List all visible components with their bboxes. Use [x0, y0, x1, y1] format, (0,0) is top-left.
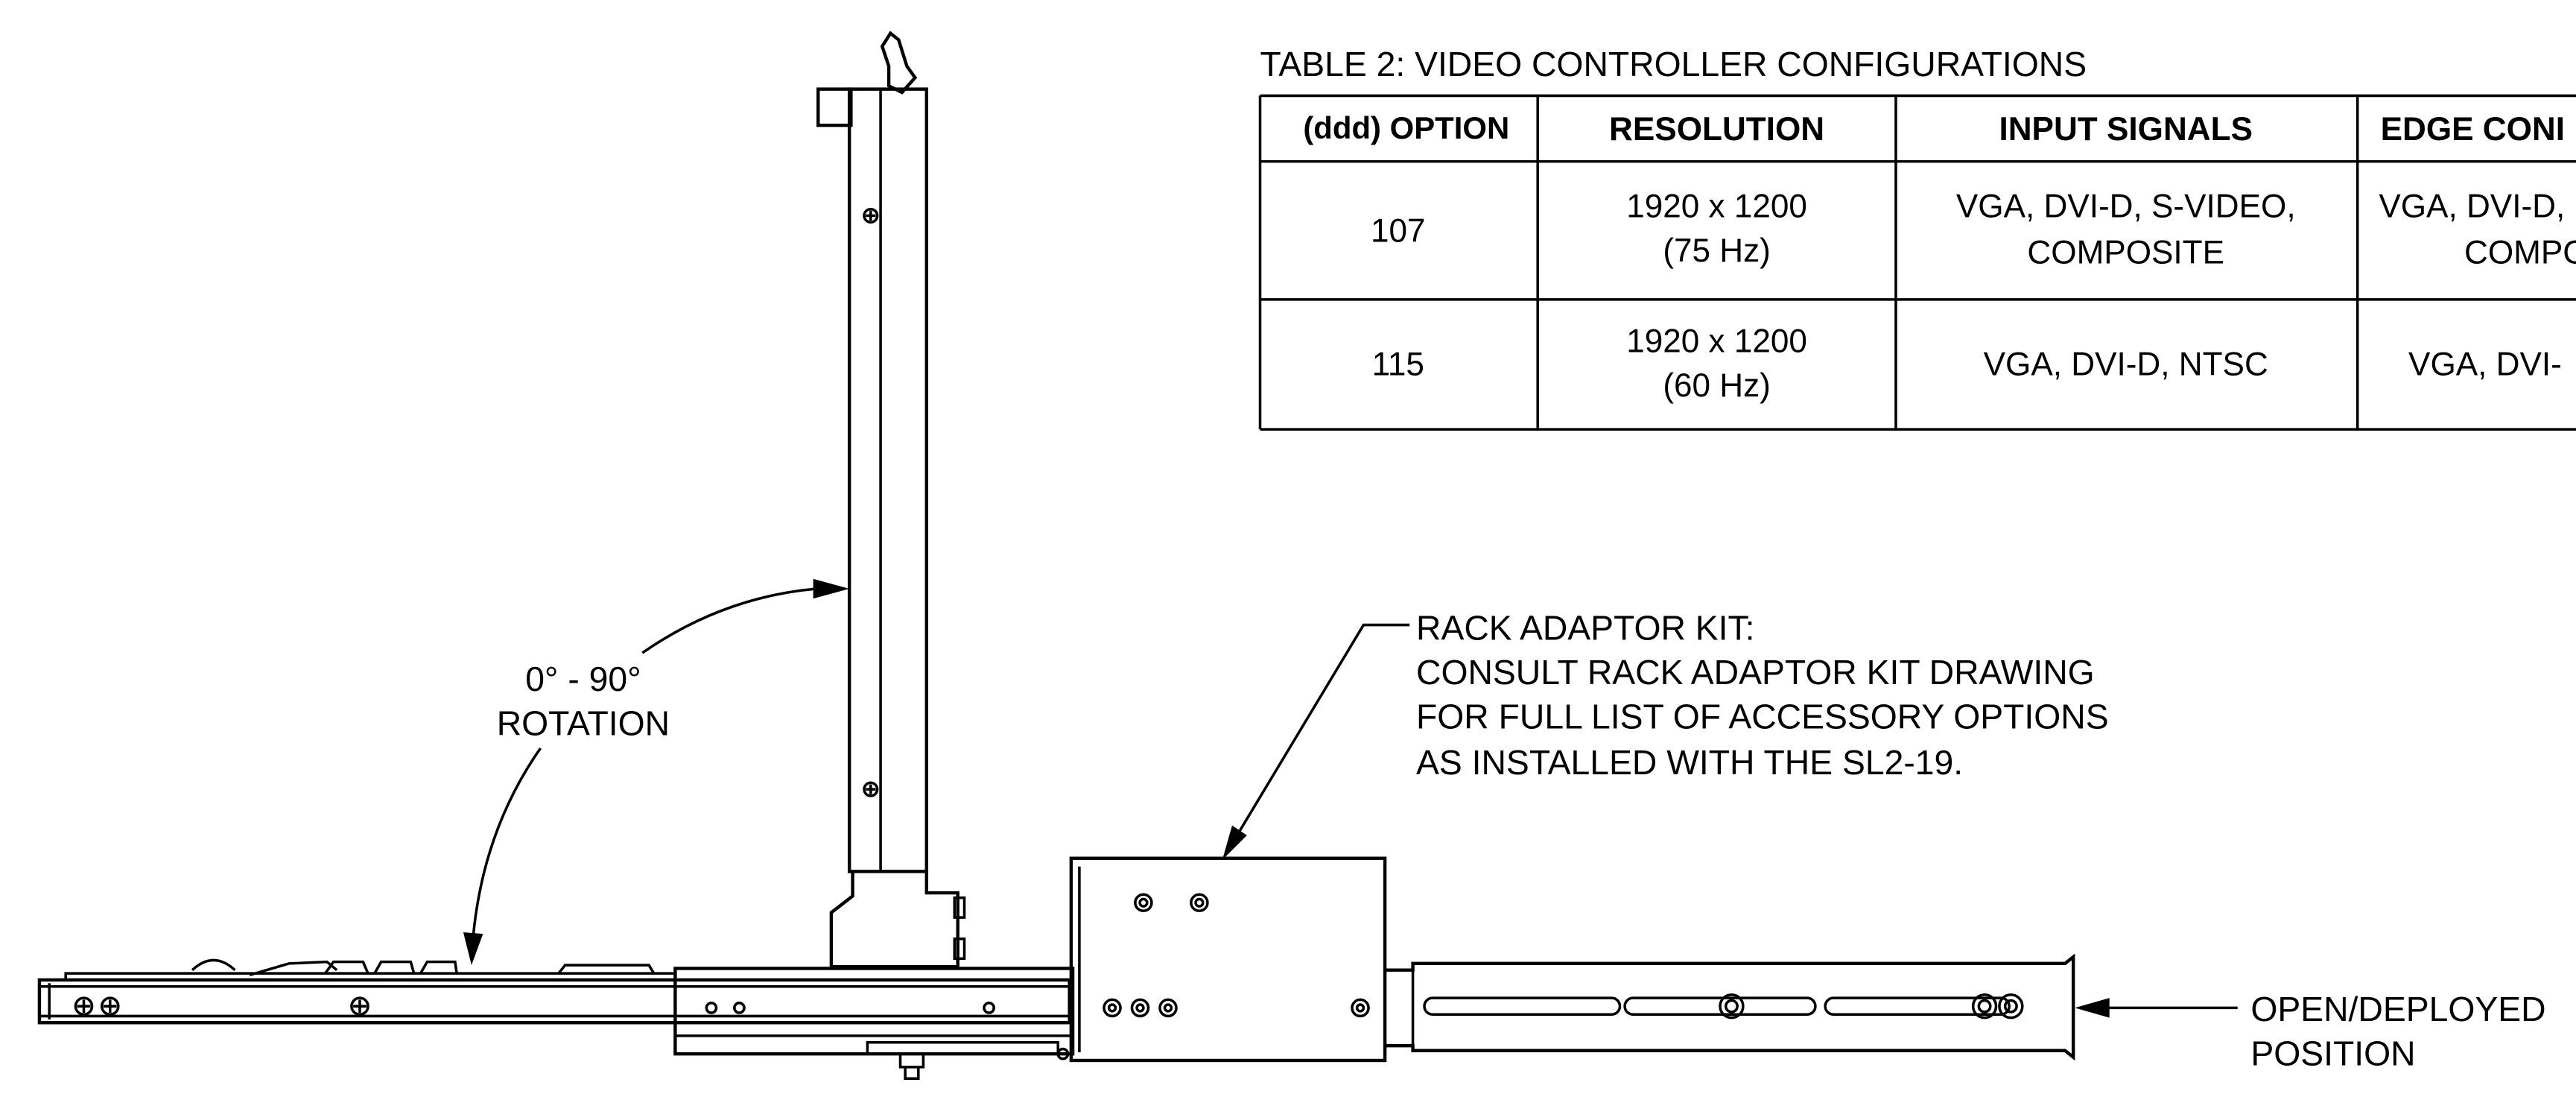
- row-115-resolution-line2: (60 Hz): [1663, 367, 1771, 404]
- row-107-option: 107: [1371, 213, 1426, 250]
- keyboard-tray: [37, 958, 1075, 1080]
- row-115-input: VGA, DVI-D, NTSC: [1984, 346, 2268, 382]
- row-107-resolution-line1: 1920 x 1200: [1626, 189, 1807, 225]
- screw-icon: [350, 996, 369, 1016]
- extended-slide: [1385, 953, 2075, 1061]
- rotation-label-line2: ROTATION: [497, 704, 670, 742]
- slide-fastener-icon: [1719, 993, 1745, 1019]
- table-title: TABLE 2: VIDEO CONTROLLER CONFIGURATIONS: [1260, 45, 2087, 83]
- screw-icon: [863, 207, 879, 224]
- arrowhead: [463, 932, 483, 966]
- slide-fastener-icon: [1998, 993, 2024, 1019]
- header-edge-connectors: EDGE CONI: [2381, 111, 2565, 148]
- slide-rail: [1385, 953, 2075, 1061]
- table-grid: [1258, 94, 2576, 431]
- nut-icon: [1103, 998, 1370, 1018]
- monitor-latch-handle: [880, 31, 918, 95]
- row-115-edge: VGA, DVI-: [2408, 346, 2562, 382]
- row-107-resolution-line2: (75 Hz): [1663, 233, 1771, 269]
- rack-kit-callout: RACK ADAPTOR KIT: CONSULT RACK ADAPTOR K…: [1222, 608, 2109, 860]
- position-label-line1: OPEN/DEPLOYED: [2250, 990, 2545, 1028]
- monitor-top-tab: [816, 87, 853, 127]
- header-resolution: RESOLUTION: [1609, 111, 1824, 148]
- arrowhead: [2075, 998, 2110, 1018]
- position-callout: OPEN/DEPLOYED POSITION: [2075, 990, 2546, 1073]
- washer-icon: [1190, 893, 1209, 913]
- rotation-arc-upper: [641, 587, 817, 654]
- position-label-line2: POSITION: [2250, 1034, 2415, 1073]
- rack-adaptor-bracket: [1069, 856, 1387, 1063]
- row-107-edge-line2: COMPO: [2464, 234, 2576, 271]
- row-107-input-line2: COMPOSITE: [2027, 234, 2224, 271]
- screw-icon: [863, 781, 879, 797]
- row-107-input-line1: VGA, DVI-D, S-VIDEO,: [1956, 189, 2296, 225]
- screw-icon: [100, 996, 120, 1016]
- slot: [1623, 996, 1817, 1016]
- rack-kit-line1: RACK ADAPTOR KIT:: [1416, 608, 1755, 647]
- slot: [1824, 996, 2011, 1016]
- trackball-icon: [191, 958, 236, 971]
- arrowhead: [813, 578, 850, 599]
- washer-icon: [1134, 893, 1153, 913]
- rotation-annotation: 0° - 90° ROTATION: [463, 578, 850, 966]
- rack-kit-line2: CONSULT RACK ADAPTOR KIT DRAWING: [1416, 653, 2095, 692]
- video-controller-table: TABLE 2: VIDEO CONTROLLER CONFIGURATIONS…: [1258, 45, 2576, 431]
- header-input-signals: INPUT SIGNALS: [1999, 111, 2253, 148]
- row-115-resolution-line1: 1920 x 1200: [1626, 323, 1807, 359]
- screw-icon: [74, 996, 94, 1016]
- rack-adaptor-box: [1069, 856, 1387, 1063]
- monitor-upright: [816, 31, 966, 969]
- row-115-option: 115: [1372, 346, 1424, 382]
- hinge-block: [829, 871, 959, 969]
- arrowhead: [1222, 825, 1247, 860]
- rack-kit-line4: AS INSTALLED WITH THE SL2-19.: [1416, 743, 1963, 782]
- rotation-label-line1: 0° - 90°: [525, 660, 641, 698]
- row-107-edge-line1: VGA, DVI-D,: [2379, 189, 2565, 225]
- monitor-frame: [847, 87, 929, 873]
- rack-kit-line3: FOR FULL LIST OF ACCESSORY OPTIONS: [1416, 697, 2109, 736]
- rotation-arc-lower: [472, 747, 542, 938]
- leader-line: [1236, 623, 1410, 836]
- slot: [1423, 996, 1622, 1016]
- header-option: (ddd) OPTION: [1303, 110, 1509, 145]
- slide-fastener-icon: [1971, 993, 1998, 1019]
